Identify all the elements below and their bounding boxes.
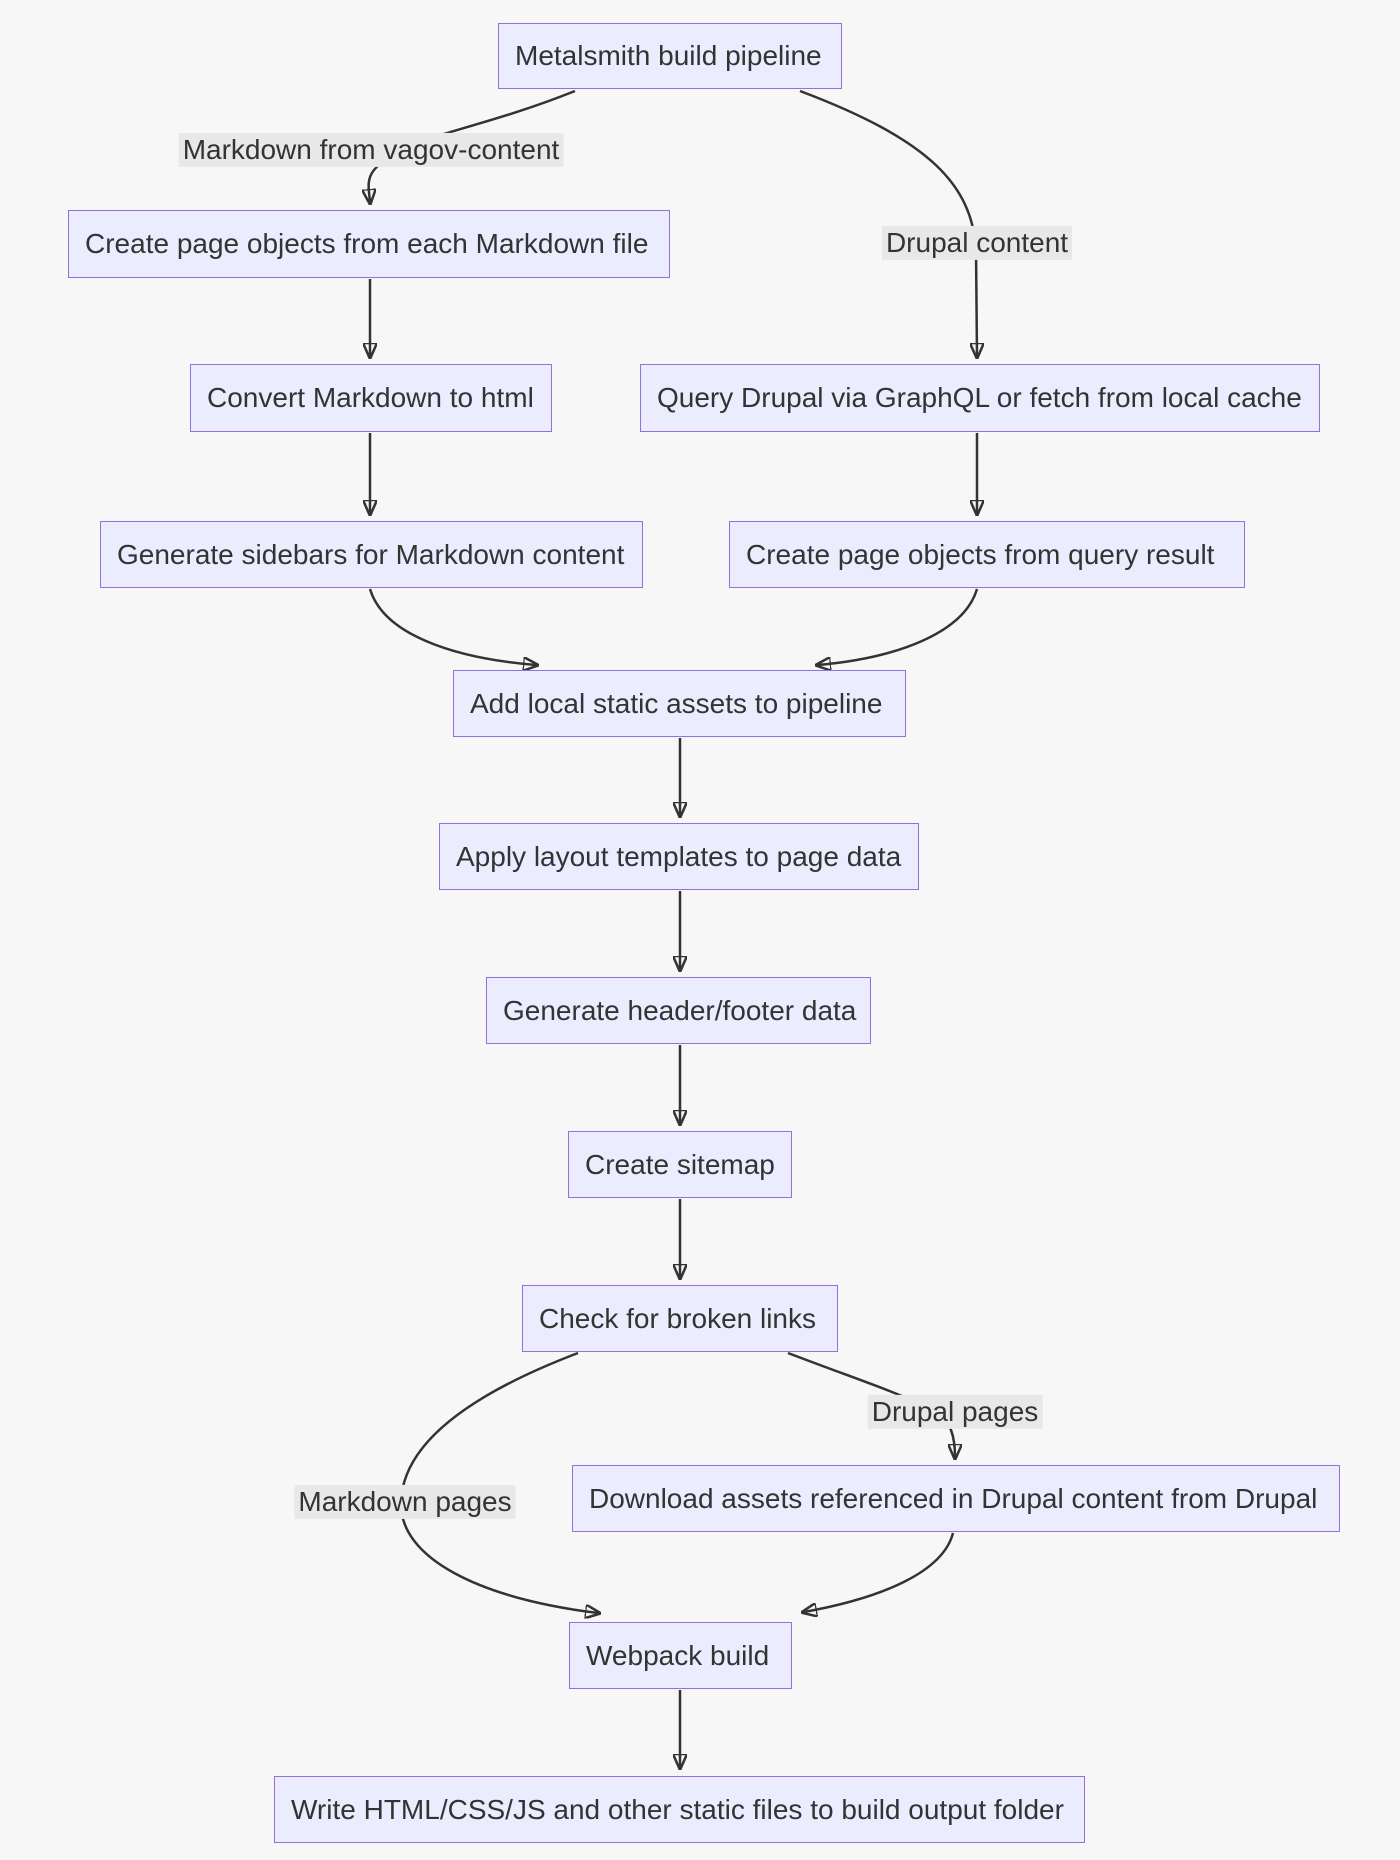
node-check-broken-links: Check for broken links — [522, 1285, 838, 1352]
node-label: Add local static assets to pipeline — [470, 687, 883, 719]
node-label: Convert Markdown to html — [207, 382, 534, 413]
node-gen-header-footer: Generate header/footer data — [486, 977, 871, 1044]
node-create-md-pages: Create page objects from each Markdown f… — [68, 210, 670, 278]
node-label: Create sitemap — [585, 1148, 775, 1180]
node-label: Generate header/footer data — [503, 994, 857, 1026]
node-write-output: Write HTML/CSS/JS and other static files… — [274, 1776, 1085, 1843]
node-download-assets: Download assets referenced in Drupal con… — [572, 1465, 1340, 1532]
node-label: Webpack build — [586, 1639, 770, 1671]
edge-label-drupal-content: Drupal content — [881, 225, 1073, 261]
node-label: Generate sidebars for Markdown content — [117, 538, 625, 570]
node-label: Download assets referenced in Drupal con… — [589, 1482, 1318, 1514]
node-convert-md: Convert Markdown to html — [190, 364, 552, 432]
edge-check-broken-links-to-webpack-build — [399, 1351, 598, 1613]
node-add-static-assets: Add local static assets to pipeline — [453, 670, 906, 737]
node-label: Metalsmith build pipeline — [515, 40, 822, 71]
node-label: Write HTML/CSS/JS and other static files… — [291, 1793, 1064, 1825]
node-label: Check for broken links — [539, 1302, 817, 1334]
node-label: Create page objects from query result — [746, 538, 1215, 570]
node-query-drupal: Query Drupal via GraphQL or fetch from l… — [640, 364, 1320, 432]
node-webpack-build: Webpack build — [569, 1622, 792, 1689]
node-label: Query Drupal via GraphQL or fetch from l… — [657, 382, 1302, 413]
node-create-query-pages: Create page objects from query result — [729, 521, 1245, 588]
edge-create-query-pages-to-add-static-assets — [818, 588, 979, 665]
edge-label-drupal-pages: Drupal pages — [867, 1394, 1043, 1430]
node-apply-layouts: Apply layout templates to page data — [439, 823, 919, 890]
node-label: Create page objects from each Markdown f… — [85, 228, 649, 259]
edge-label-markdown-from-vagov-content: Markdown from vagov-content — [178, 132, 564, 168]
node-label: Apply layout templates to page data — [456, 840, 902, 872]
edge-download-assets-to-webpack-build — [804, 1532, 955, 1612]
edge-metalsmith-to-query-drupal — [799, 89, 977, 356]
edge-gen-sidebars-to-add-static-assets — [368, 588, 536, 665]
node-metalsmith-build-pipeline: Metalsmith build pipeline — [498, 23, 842, 89]
edge-label-markdown-pages: Markdown pages — [294, 1484, 516, 1520]
node-gen-sidebars: Generate sidebars for Markdown content — [100, 521, 643, 588]
node-create-sitemap: Create sitemap — [568, 1131, 792, 1198]
